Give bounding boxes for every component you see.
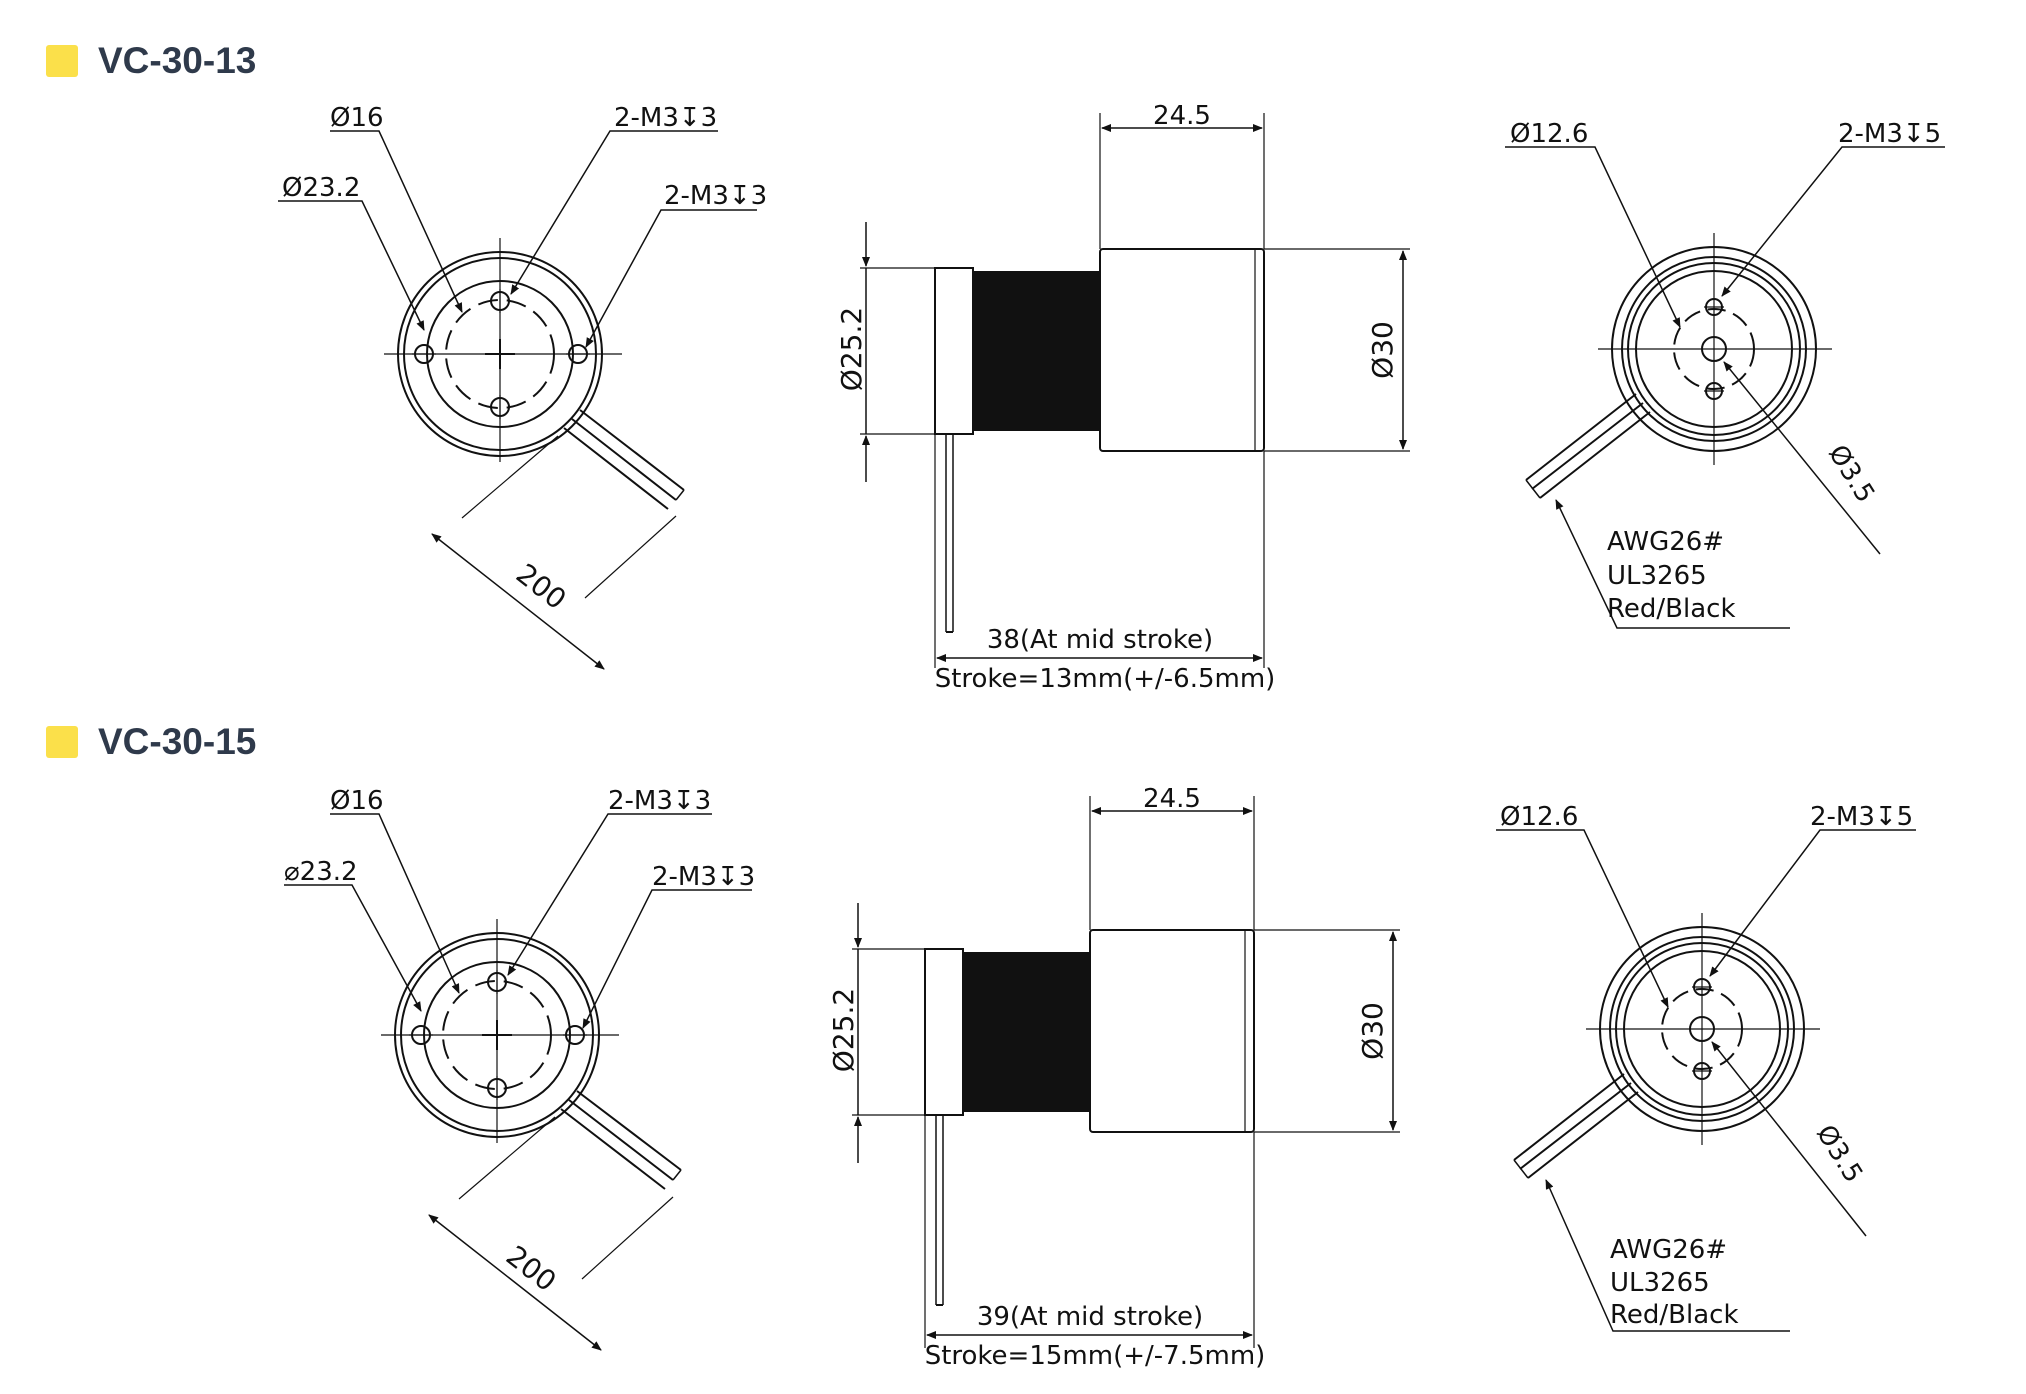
label-wire-spec: UL3265 [1607,561,1707,591]
label-tap-right: 2-M3↧3 [652,862,755,892]
label-d-coil: Ø25.2 [827,988,860,1072]
yellow-square-icon [46,726,78,758]
label-d-center: Ø3.5 [1822,440,1880,508]
label-lead-length: 200 [500,1239,562,1298]
drawing-vc-30-15: Ø16 ⌀23.2 2-M3↧3 2-M3↧3 200 24.5 Ø25.2 Ø… [284,784,1916,1371]
label-tap-top: 2-M3↧3 [614,103,717,133]
label-wire-colors: Red/Black [1607,594,1736,624]
label-wire-gauge: AWG26# [1607,527,1724,557]
label-width: 24.5 [1143,784,1201,814]
label-tap-top: 2-M3↧3 [608,786,711,816]
label-stroke: Stroke=15mm(+/-7.5mm) [925,1341,1266,1371]
yellow-square-icon [46,45,78,77]
model-title: VC-30-15 [98,721,257,762]
label-length: 39(At mid stroke) [977,1302,1203,1332]
label-length: 38(At mid stroke) [987,625,1213,655]
label-lead-length: 200 [510,557,572,616]
drawing-vc-30-13: Ø16 Ø23.2 2-M3↧3 2-M3↧3 200 24.5 Ø25.2 Ø… [278,101,1945,694]
model-header-1: VC-30-13 [46,40,257,81]
rear-view [1496,829,1916,1332]
side-view [860,113,1410,668]
model-header-2: VC-30-15 [46,721,257,762]
label-d-bolt: Ø12.6 [1500,802,1578,832]
label-d-outer: ⌀23.2 [284,857,358,887]
label-wire-spec: UL3265 [1610,1268,1710,1298]
label-d-outer: Ø23.2 [282,173,360,203]
front-view [278,130,757,670]
model-title: VC-30-13 [98,40,257,81]
label-d-coil: Ø25.2 [835,307,868,391]
label-width: 24.5 [1153,101,1211,131]
front-view [284,813,752,1351]
label-stroke: Stroke=13mm(+/-6.5mm) [935,664,1276,694]
rear-view [1505,146,1945,629]
side-view [852,796,1400,1348]
label-d-body: Ø30 [1366,321,1399,379]
label-d-center: Ø3.5 [1810,1120,1868,1188]
label-d-body: Ø30 [1356,1002,1389,1060]
label-tap-right: 2-M3↧3 [664,181,767,211]
label-wire-gauge: AWG26# [1610,1235,1727,1265]
label-tap: 2-M3↧5 [1810,802,1913,832]
label-wire-colors: Red/Black [1610,1300,1739,1330]
label-d-inner: Ø16 [330,786,384,816]
label-d-bolt: Ø12.6 [1510,119,1588,149]
label-tap: 2-M3↧5 [1838,119,1941,149]
label-d-inner: Ø16 [330,103,384,133]
